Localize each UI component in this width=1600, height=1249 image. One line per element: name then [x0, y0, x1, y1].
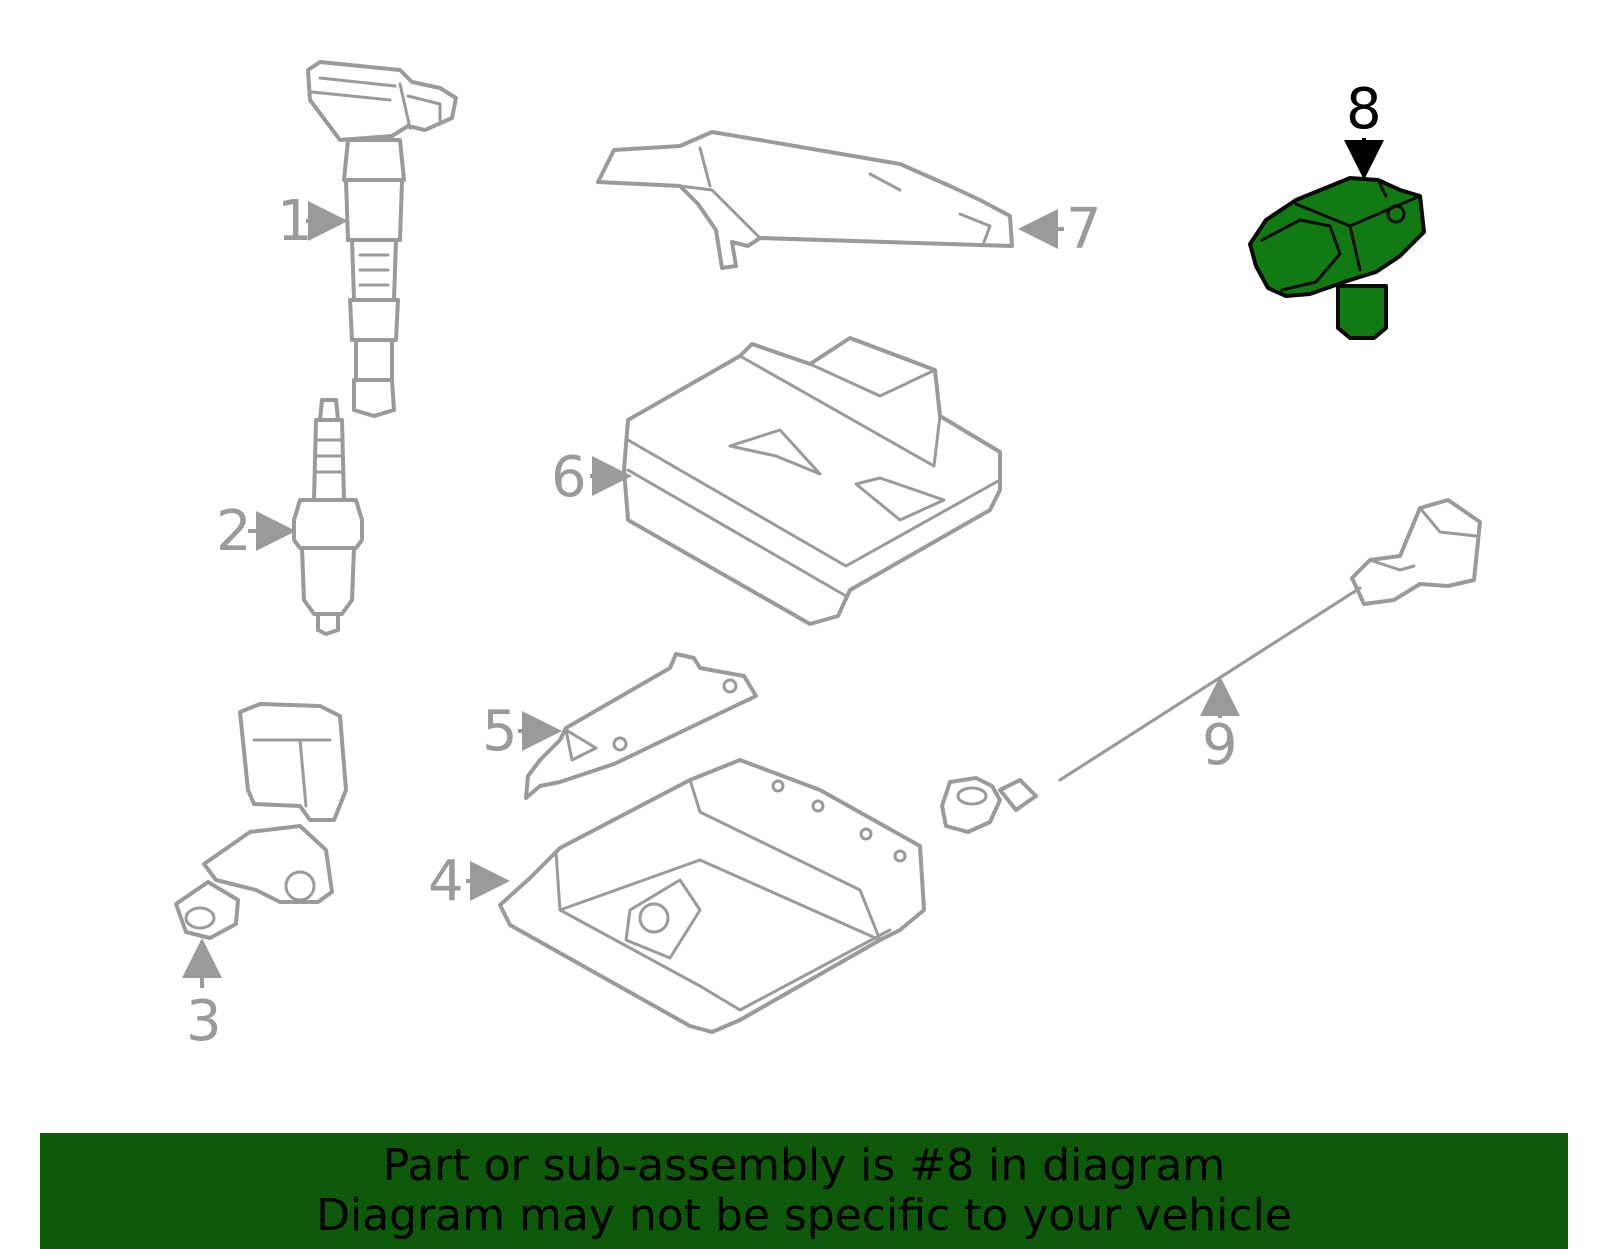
crankshaft-sensor-part[interactable] [174, 702, 348, 940]
callout-6[interactable]: 6 [551, 445, 587, 510]
camshaft-position-sensor-part[interactable] [1248, 176, 1426, 340]
callout-3[interactable]: 3 [186, 989, 222, 1054]
engine-control-module-upper-part[interactable] [622, 336, 1002, 626]
callout-7[interactable]: 7 [1066, 197, 1102, 262]
banner-line-part-number: Part or sub-assembly is #8 in diagram [382, 1140, 1226, 1191]
spark-plug-part[interactable] [292, 398, 364, 636]
ecm-bracket-part[interactable] [524, 652, 758, 800]
coil-cover-bracket-part[interactable] [596, 130, 1014, 270]
exploded-parts-diagram: 1 2 3 4 5 6 7 8 9 [174, 60, 1482, 1054]
callout-9[interactable]: 9 [1202, 713, 1238, 778]
banner-line-disclaimer: Diagram may not be specific to your vehi… [316, 1190, 1292, 1241]
callout-2[interactable]: 2 [216, 499, 252, 564]
callout-4[interactable]: 4 [428, 849, 464, 914]
callout-1[interactable]: 1 [277, 189, 313, 254]
info-banner: Part or sub-assembly is #8 in diagram Di… [40, 1133, 1568, 1249]
knock-sensor-part[interactable] [940, 498, 1482, 834]
callout-5[interactable]: 5 [482, 699, 518, 764]
engine-control-module-part[interactable] [498, 758, 926, 1034]
callout-8[interactable]: 8 [1346, 77, 1382, 142]
ignition-coil-part[interactable] [306, 60, 458, 418]
